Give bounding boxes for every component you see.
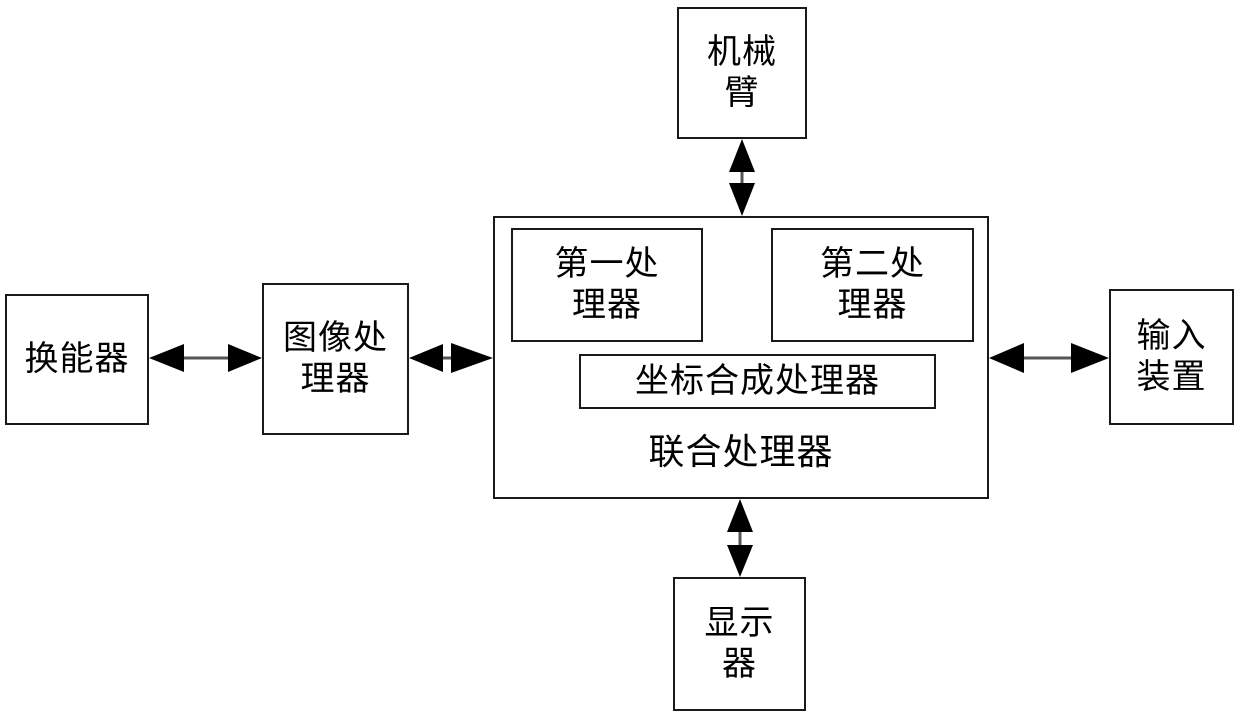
connector-robotic-arm-joint-processor xyxy=(729,139,755,216)
connector-transducer-image-processor xyxy=(149,344,262,372)
connector-joint-processor-input-device xyxy=(989,343,1109,373)
block-transducer xyxy=(5,294,149,425)
block-display xyxy=(673,577,806,711)
block-image-processor xyxy=(262,283,409,435)
block-first-processor xyxy=(511,228,703,342)
block-input-device xyxy=(1109,289,1234,425)
block-robotic-arm xyxy=(677,7,807,139)
block-second-processor xyxy=(771,228,974,342)
connector-joint-processor-display xyxy=(727,499,753,577)
block-coordinate-synthesis-processor xyxy=(579,354,936,409)
connector-image-processor-joint-processor xyxy=(409,343,493,373)
